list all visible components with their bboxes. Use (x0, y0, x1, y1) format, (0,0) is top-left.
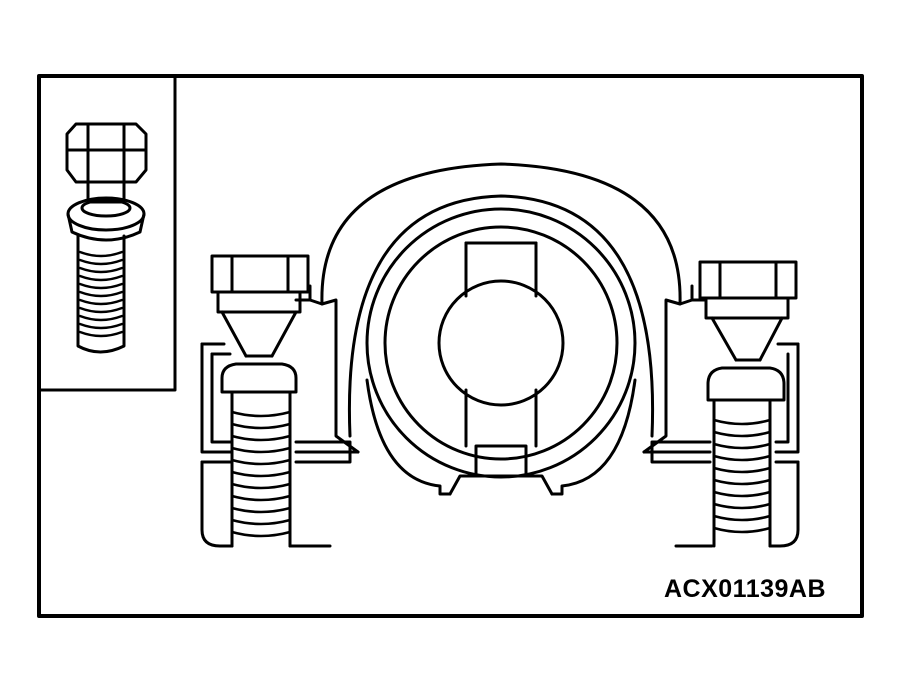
figure-code: ACX01139AB (664, 575, 827, 603)
block-base (200, 342, 800, 548)
bearing-cap (294, 162, 708, 454)
right-cap-bolt (698, 260, 798, 548)
left-cap-bolt (210, 254, 310, 548)
figure-frame (37, 74, 864, 618)
inset-bolt (65, 122, 148, 354)
inset-box (37, 74, 177, 392)
bearing-shell (365, 207, 637, 496)
